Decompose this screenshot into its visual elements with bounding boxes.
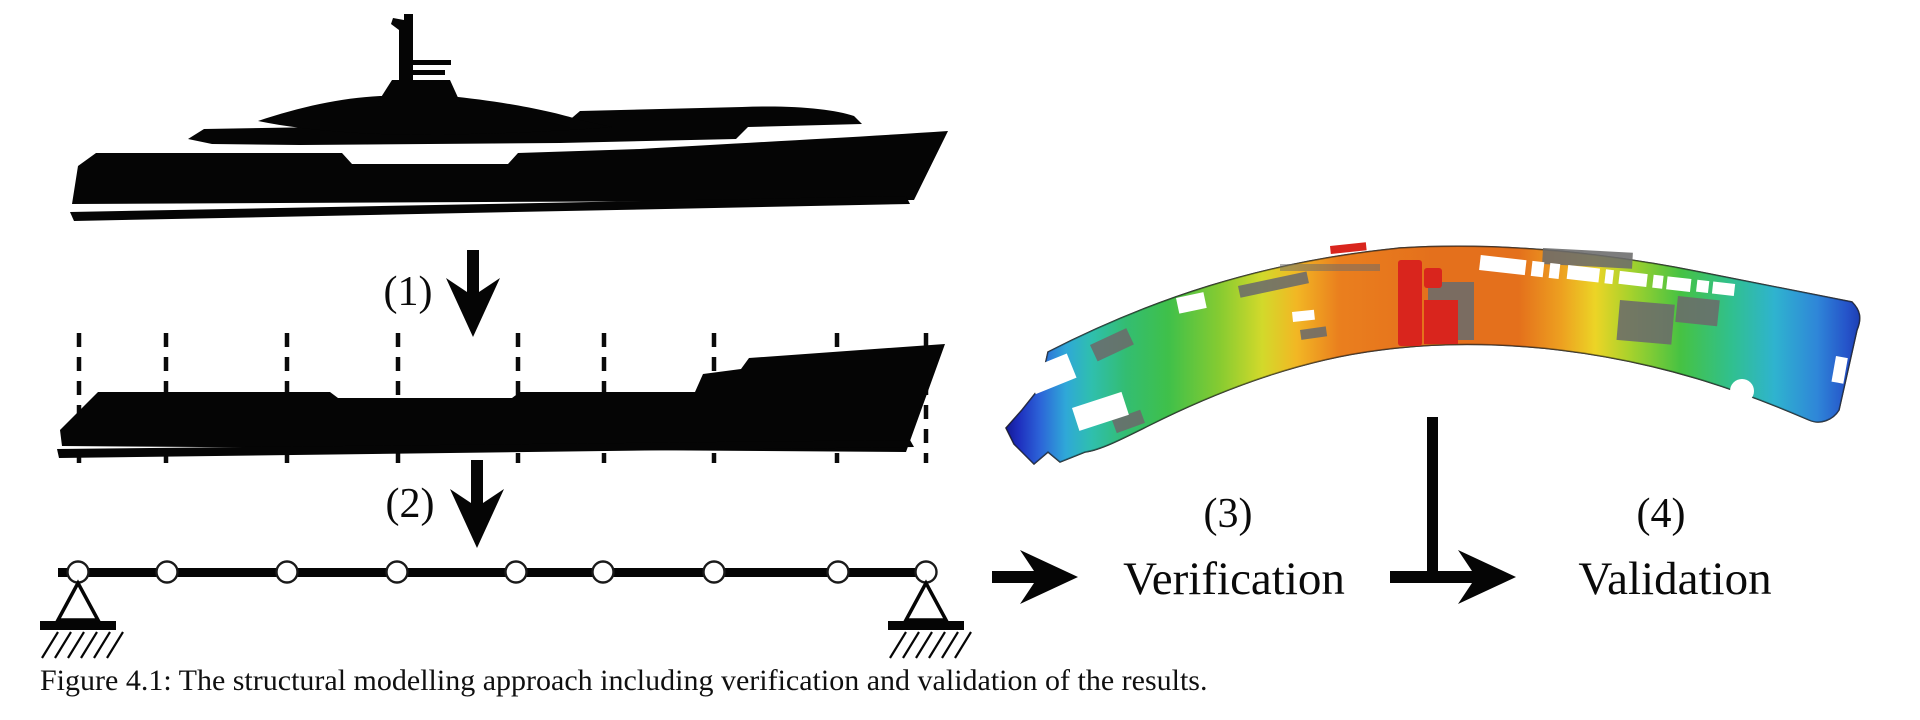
yacht-antenna-bar-lower	[411, 70, 445, 75]
validation-connector-line	[1427, 417, 1438, 575]
support-right-hatching	[889, 631, 972, 659]
validation-flow: (4) Validation	[1390, 417, 1772, 605]
step-1: (1)	[384, 250, 500, 337]
yacht-mast	[391, 14, 413, 84]
yacht-waterline	[70, 196, 910, 221]
step-3-label: (3)	[1204, 491, 1253, 537]
step-2: (2)	[386, 460, 504, 548]
yacht-sun-deck	[258, 96, 612, 135]
yacht-silhouette	[70, 14, 948, 221]
yacht-hull	[72, 131, 948, 204]
step-4-label: (4)	[1637, 491, 1686, 537]
simplified-hull-baseline	[57, 440, 914, 458]
step-1-label: (1)	[384, 269, 433, 315]
fem-red-hotspot	[1330, 242, 1458, 346]
fem-window-row	[1479, 255, 1736, 296]
yacht-antenna-bar-upper	[411, 60, 451, 65]
beam-nodes	[66, 560, 938, 584]
step-2-arrow-icon	[450, 460, 504, 548]
figure-caption: Figure 4.1: The structural modelling app…	[40, 664, 1208, 697]
support-left-hatching	[41, 631, 124, 659]
support-right	[888, 579, 972, 659]
beam-element	[58, 568, 930, 577]
step-2-label: (2)	[386, 481, 435, 527]
yacht-radar-arch	[378, 80, 460, 102]
validation-arrow-icon	[1390, 550, 1516, 604]
support-left	[40, 579, 124, 659]
verification-flow: (3) Verification	[992, 491, 1345, 605]
beam-model	[40, 560, 972, 659]
verification-label: Verification	[1123, 553, 1345, 605]
sectioned-hull	[57, 333, 945, 463]
fem-model	[1005, 242, 1861, 466]
simplified-hull-body	[60, 344, 945, 452]
verification-arrow-icon	[992, 550, 1078, 604]
fem-deck-openings	[1026, 255, 1848, 431]
step-1-arrow-icon	[446, 250, 500, 337]
validation-label: Validation	[1578, 553, 1771, 605]
